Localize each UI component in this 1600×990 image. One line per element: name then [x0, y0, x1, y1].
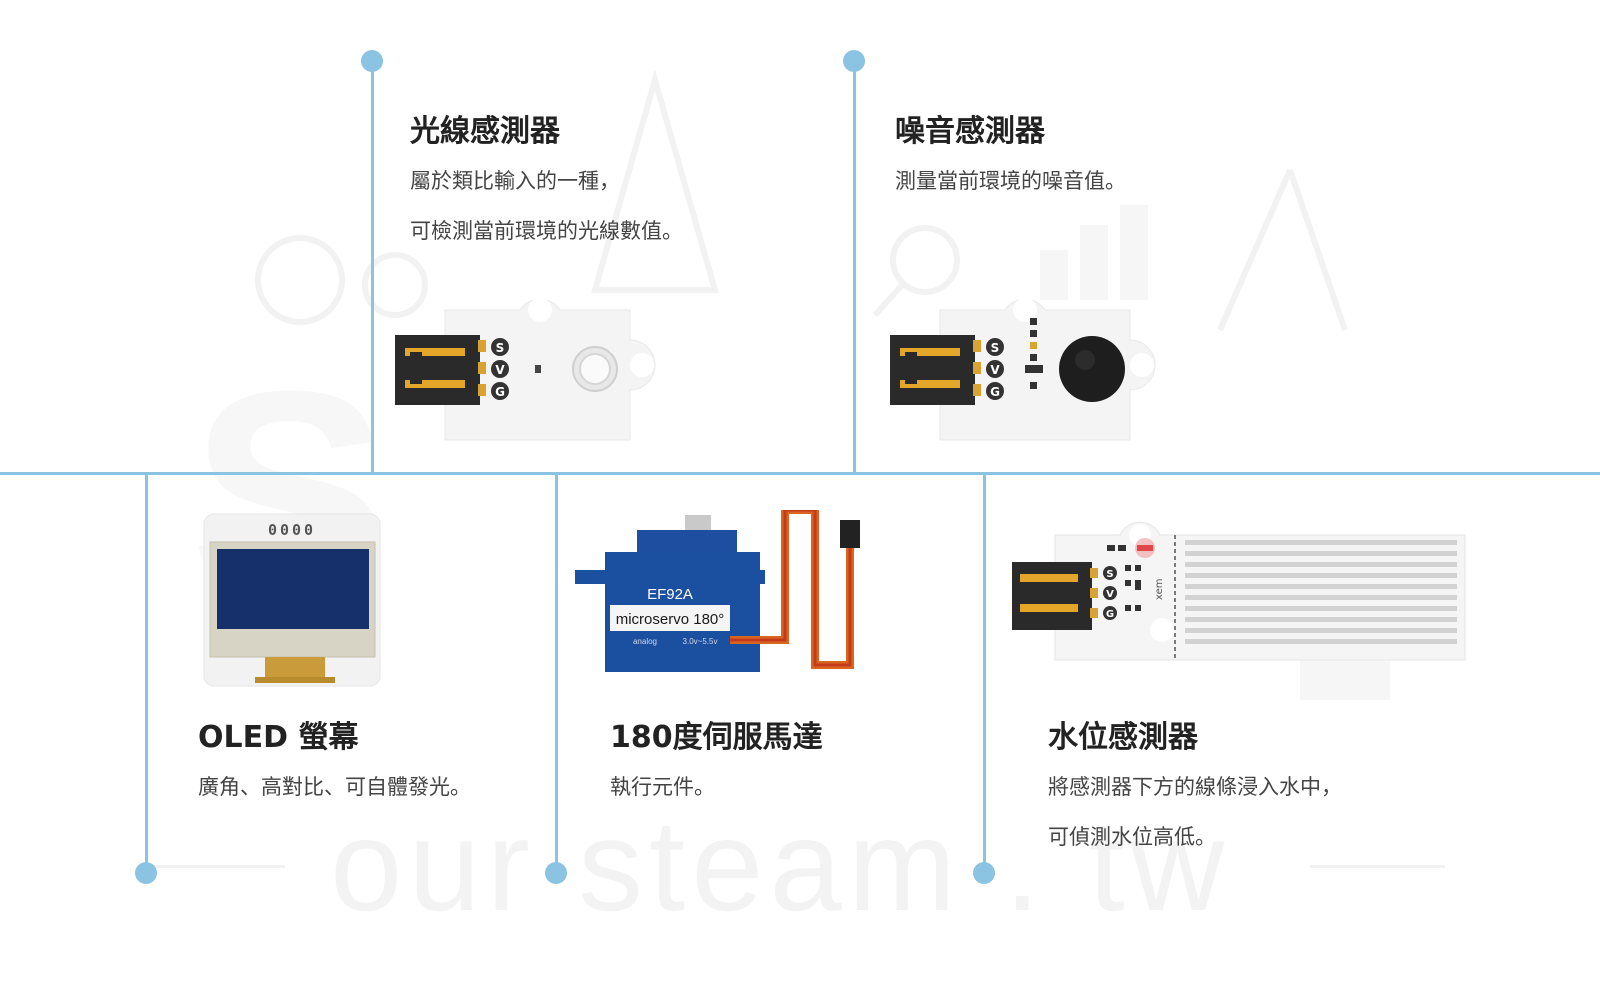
- servo-motor-icon: EF92A microservo 180° analog 3.0v~5.5v: [575, 510, 860, 672]
- timeline-dot-4: [545, 862, 567, 884]
- description-line: 可偵測水位高低。: [1048, 825, 1216, 849]
- servo-spec-voltage: 3.0v~5.5v: [683, 637, 718, 646]
- light-sensor-board-icon: S V G: [395, 298, 656, 441]
- description-line: 測量當前環境的噪音值。: [895, 169, 1126, 193]
- timeline-dot-1: [361, 50, 383, 72]
- pin-label-v: V: [1106, 589, 1114, 600]
- oled-pin-header: 0000: [268, 521, 316, 539]
- timeline-dot-3: [135, 862, 157, 884]
- timeline-dot-5: [973, 862, 995, 884]
- pin-label-v: V: [990, 363, 1000, 377]
- oled-display-board-icon: 0000: [203, 513, 381, 687]
- water-sensor-mark: xem: [1154, 578, 1165, 600]
- description-line: 屬於類比輸入的一種，: [410, 169, 620, 193]
- description-line: 執行元件。: [610, 775, 715, 799]
- timeline-connector-4: [555, 473, 558, 873]
- watermark-text: our steam . tw: [330, 792, 1231, 938]
- module-title-water-sensor: 水位感測器: [1048, 720, 1198, 755]
- pin-label-v: V: [495, 363, 505, 377]
- module-description-oled: 廣角、高對比、可自體發光。: [198, 762, 471, 812]
- timeline-connector-5: [983, 473, 986, 873]
- module-title-light-sensor: 光線感測器: [410, 114, 560, 149]
- module-description-light-sensor: 屬於類比輸入的一種， 可檢測當前環境的光線數值。: [410, 156, 683, 256]
- pin-label-g: G: [990, 385, 1000, 399]
- watermark-dash-right: [1310, 865, 1445, 868]
- pin-label-s: S: [1106, 569, 1113, 580]
- module-description-water-sensor: 將感測器下方的線條浸入水中， 可偵測水位高低。: [1048, 762, 1342, 862]
- module-description-noise-sensor: 測量當前環境的噪音值。: [895, 156, 1126, 206]
- timeline-dot-2: [843, 50, 865, 72]
- servo-model-label: EF92A: [647, 586, 693, 603]
- pin-label-g: G: [1106, 609, 1114, 620]
- description-line: 可檢測當前環境的光線數值。: [410, 219, 683, 243]
- timeline-horizontal-line: [0, 472, 1600, 475]
- description-line: 廣角、高對比、可自體發光。: [198, 775, 471, 799]
- timeline-connector-2: [853, 60, 856, 473]
- watermark-dash-left: [140, 865, 285, 868]
- pin-label-s: S: [496, 341, 505, 355]
- description-line: 將感測器下方的線條浸入水中，: [1048, 775, 1342, 799]
- module-title-oled: OLED 螢幕: [198, 720, 359, 755]
- module-title-noise-sensor: 噪音感測器: [895, 114, 1045, 149]
- timeline-connector-1: [371, 60, 374, 473]
- water-level-sensor-board-icon: S V G xem: [1012, 521, 1466, 661]
- module-title-servo: 180度伺服馬達: [610, 720, 823, 755]
- servo-name-label: microservo 180°: [616, 611, 725, 628]
- module-description-servo: 執行元件。: [610, 762, 715, 812]
- noise-sensor-board-icon: S V G: [890, 298, 1156, 441]
- pin-label-g: G: [495, 385, 505, 399]
- timeline-connector-3: [145, 473, 148, 873]
- servo-spec-type: analog: [633, 637, 657, 646]
- pin-label-s: S: [991, 341, 1000, 355]
